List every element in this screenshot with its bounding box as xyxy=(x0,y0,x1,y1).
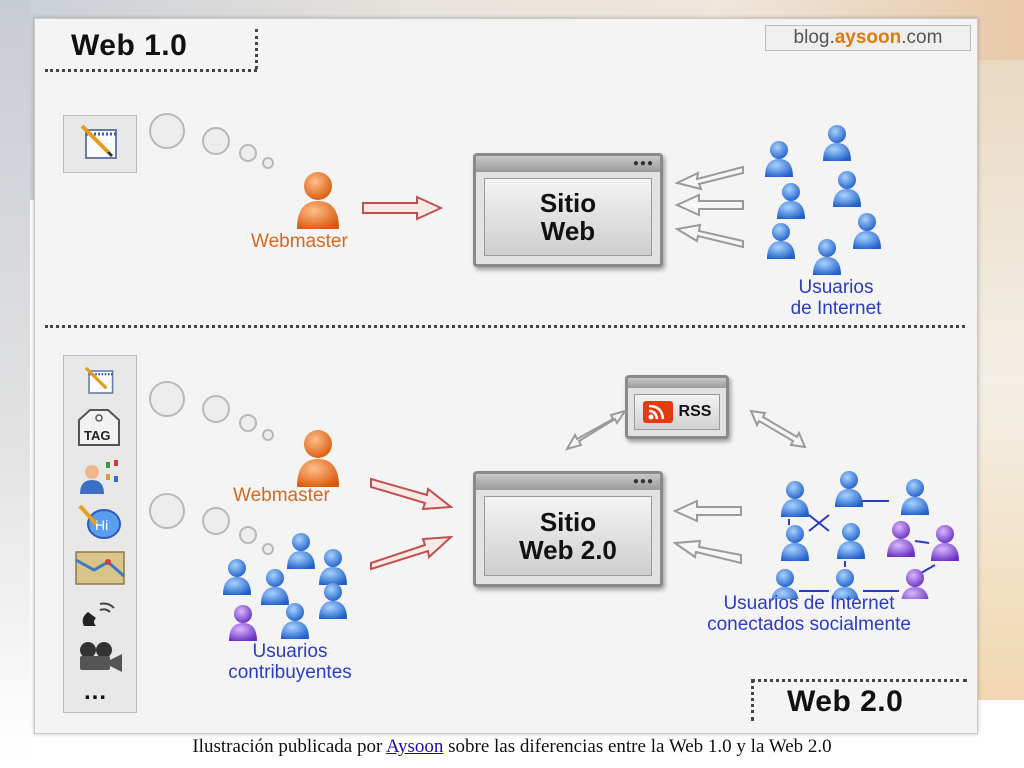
web1-title: Web 1.0 xyxy=(71,29,188,62)
rss-arrows xyxy=(564,409,807,451)
window-titlebar xyxy=(476,156,660,172)
web1-title-divider xyxy=(255,29,258,69)
aysoon-link[interactable]: Aysoon xyxy=(386,736,444,757)
figure-caption: Ilustración publicada por Aysoon sobre l… xyxy=(192,736,832,757)
web2-thought-bubbles-bottom xyxy=(149,493,274,555)
notepad-icon xyxy=(84,366,114,394)
web2-title: Web 2.0 xyxy=(787,685,904,718)
web2-title-overline xyxy=(751,679,967,682)
web2-webmaster-label: Webmaster xyxy=(233,485,330,506)
web1-webmaster-arrow xyxy=(362,195,443,221)
window-titlebar xyxy=(628,378,726,388)
window-controls: ●●● xyxy=(632,158,654,169)
svg-text:Hi: Hi xyxy=(95,517,108,533)
web1-tool-box xyxy=(63,115,137,173)
web1-title-underline xyxy=(45,69,257,72)
window-controls: ●●● xyxy=(632,476,654,487)
web2-user-arrows xyxy=(673,499,742,565)
web2-webmaster-arrows xyxy=(370,477,453,571)
web2-webmaster-icon xyxy=(297,430,339,487)
web2-social-network xyxy=(771,471,959,599)
tag-icon xyxy=(78,409,120,446)
map-icon xyxy=(75,551,125,585)
web2-thought-bubbles-top xyxy=(149,381,274,441)
section-divider xyxy=(45,325,965,328)
rss-label-wrap: RSS xyxy=(634,394,720,430)
window-titlebar xyxy=(476,474,660,490)
web1-users-cluster xyxy=(765,125,881,275)
phone-icon xyxy=(82,602,115,626)
web1-webmaster-label: Webmaster xyxy=(251,231,348,252)
background-left xyxy=(0,0,30,760)
web1-webmaster-icon xyxy=(297,172,339,229)
rss-box: RSS xyxy=(625,375,729,439)
web2-title-divider xyxy=(751,679,754,721)
notepad-icon xyxy=(80,124,117,159)
rss-label: RSS xyxy=(678,403,712,420)
diagram-panel: blog.aysoon.com Web 1.0 Webmaster ●●● xyxy=(34,18,978,734)
user-share-icon xyxy=(80,460,118,494)
web2-contributors-cluster xyxy=(223,533,347,641)
tag-icon-text: TAG xyxy=(84,428,111,443)
web1-thought-bubbles xyxy=(149,113,274,169)
watermark: blog.aysoon.com xyxy=(765,25,971,51)
rss-icon xyxy=(642,401,673,423)
web1-user-arrows xyxy=(675,165,744,249)
more-icon: ... xyxy=(84,678,108,705)
web2-tools-column: TAG Hi ... xyxy=(63,355,137,713)
messenger-icon: Hi xyxy=(78,504,121,539)
video-icon xyxy=(80,642,122,672)
